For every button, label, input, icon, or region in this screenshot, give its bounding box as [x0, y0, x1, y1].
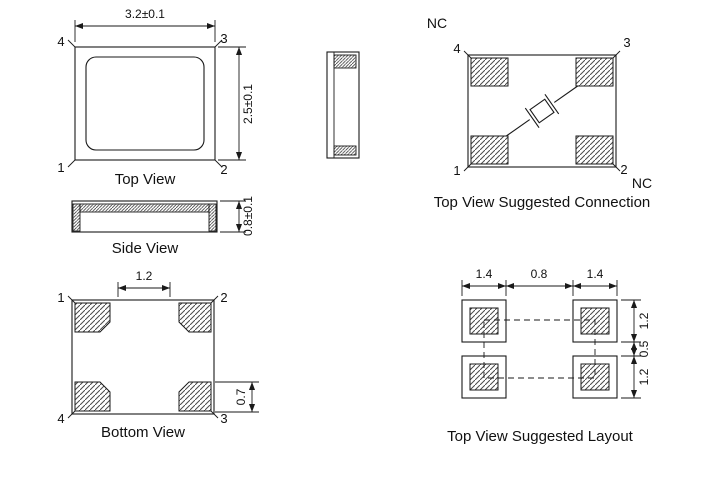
view-title: Top View Suggested Layout: [447, 428, 634, 445]
pin-number: 3: [220, 411, 227, 426]
dimension-text: 2.5±0.1: [241, 84, 255, 124]
corner-tick: [463, 163, 472, 172]
connection-view: 4 3 1 2 NC NC Top View Suggested Connect…: [427, 15, 652, 211]
package-outline-dashed: [483, 319, 596, 379]
pin-number: 2: [220, 290, 227, 305]
pad: [74, 302, 111, 333]
dimension-text: 0.8±0.1: [241, 196, 255, 236]
corner-tick: [463, 50, 472, 59]
view-title: Bottom View: [101, 424, 185, 441]
seal-hatch: [333, 145, 357, 156]
dimension-text: 1.4: [476, 267, 493, 281]
corner-tick: [67, 410, 76, 419]
horizontal-dimensions: 1.4 0.8 1.4: [461, 267, 618, 296]
package-outline: [467, 54, 617, 168]
dimension-text: 0.7: [234, 388, 248, 405]
package-outline: [71, 299, 215, 415]
lid-hatch: [79, 203, 210, 213]
vertical-dimensions: 1.2 0.5 1.2: [621, 299, 651, 399]
view-title: Top View Suggested Connection: [434, 194, 651, 211]
pad: [470, 135, 509, 165]
height-dimension: 2.5±0.1: [218, 46, 255, 161]
pad: [469, 307, 499, 335]
thickness-dimension: 0.8±0.1: [220, 196, 255, 236]
layout-view: 1.4 0.8 1.4 1.2 0.5 1.2 Top View Suggest…: [447, 267, 651, 445]
bottom-view: 1 2 4 3 1.2 0.7 Bottom View: [57, 269, 259, 441]
dimension-text: 1.2: [637, 368, 651, 385]
pin-number: 1: [57, 290, 64, 305]
crystal-symbol: [505, 85, 579, 137]
lid-outline: [85, 56, 205, 151]
land-pad-outline: [572, 355, 618, 399]
pin-number: 4: [57, 411, 64, 426]
pad: [575, 135, 614, 165]
view-title: Top View: [115, 171, 176, 188]
pin-number: 4: [453, 41, 460, 56]
dimension-text: 0.5: [637, 340, 651, 357]
package-outline: [326, 51, 360, 159]
pad: [470, 57, 509, 87]
corner-tick: [67, 295, 76, 304]
top-view: 4 3 1 2 3.2±0.1 2.5±0.1 Top View: [57, 7, 255, 188]
side-view: 0.8±0.1 Side View: [71, 196, 255, 257]
nc-label: NC: [427, 15, 447, 31]
corner-tick: [612, 163, 621, 172]
pad-height-dimension: 0.7: [215, 381, 259, 413]
corner-tick: [214, 39, 223, 48]
end-view: [326, 51, 360, 159]
pin-number: 1: [57, 160, 64, 175]
nc-label: NC: [632, 175, 652, 191]
dimension-text: 0.8: [531, 267, 548, 281]
pin-number: 2: [620, 162, 627, 177]
pin-number: 4: [57, 34, 64, 49]
dimension-text: 1.2: [637, 312, 651, 329]
corner-tick: [214, 159, 223, 168]
pad: [178, 302, 212, 333]
pad: [580, 363, 610, 391]
corner-tick: [67, 39, 76, 48]
pin-number: 3: [623, 35, 630, 50]
width-dimension: 3.2±0.1: [74, 7, 216, 42]
end-cap-hatch: [72, 203, 81, 232]
dimension-text: 1.4: [587, 267, 604, 281]
corner-tick: [210, 295, 219, 304]
corner-tick: [210, 410, 219, 419]
corner-tick: [67, 159, 76, 168]
pad-gap-dimension: 1.2: [117, 269, 171, 297]
pin-number: 1: [453, 163, 460, 178]
pad: [575, 57, 614, 87]
dimension-text: 1.2: [136, 269, 153, 283]
pad: [74, 381, 111, 412]
pin-number: 3: [220, 31, 227, 46]
corner-tick: [612, 50, 621, 59]
package-outline: [74, 46, 216, 161]
end-cap-hatch: [208, 203, 217, 232]
pad: [178, 381, 212, 412]
seal-hatch: [333, 54, 357, 69]
package-outline: [71, 200, 218, 233]
pin-number: 2: [220, 162, 227, 177]
view-title: Side View: [112, 240, 179, 257]
dimension-text: 3.2±0.1: [125, 7, 165, 21]
